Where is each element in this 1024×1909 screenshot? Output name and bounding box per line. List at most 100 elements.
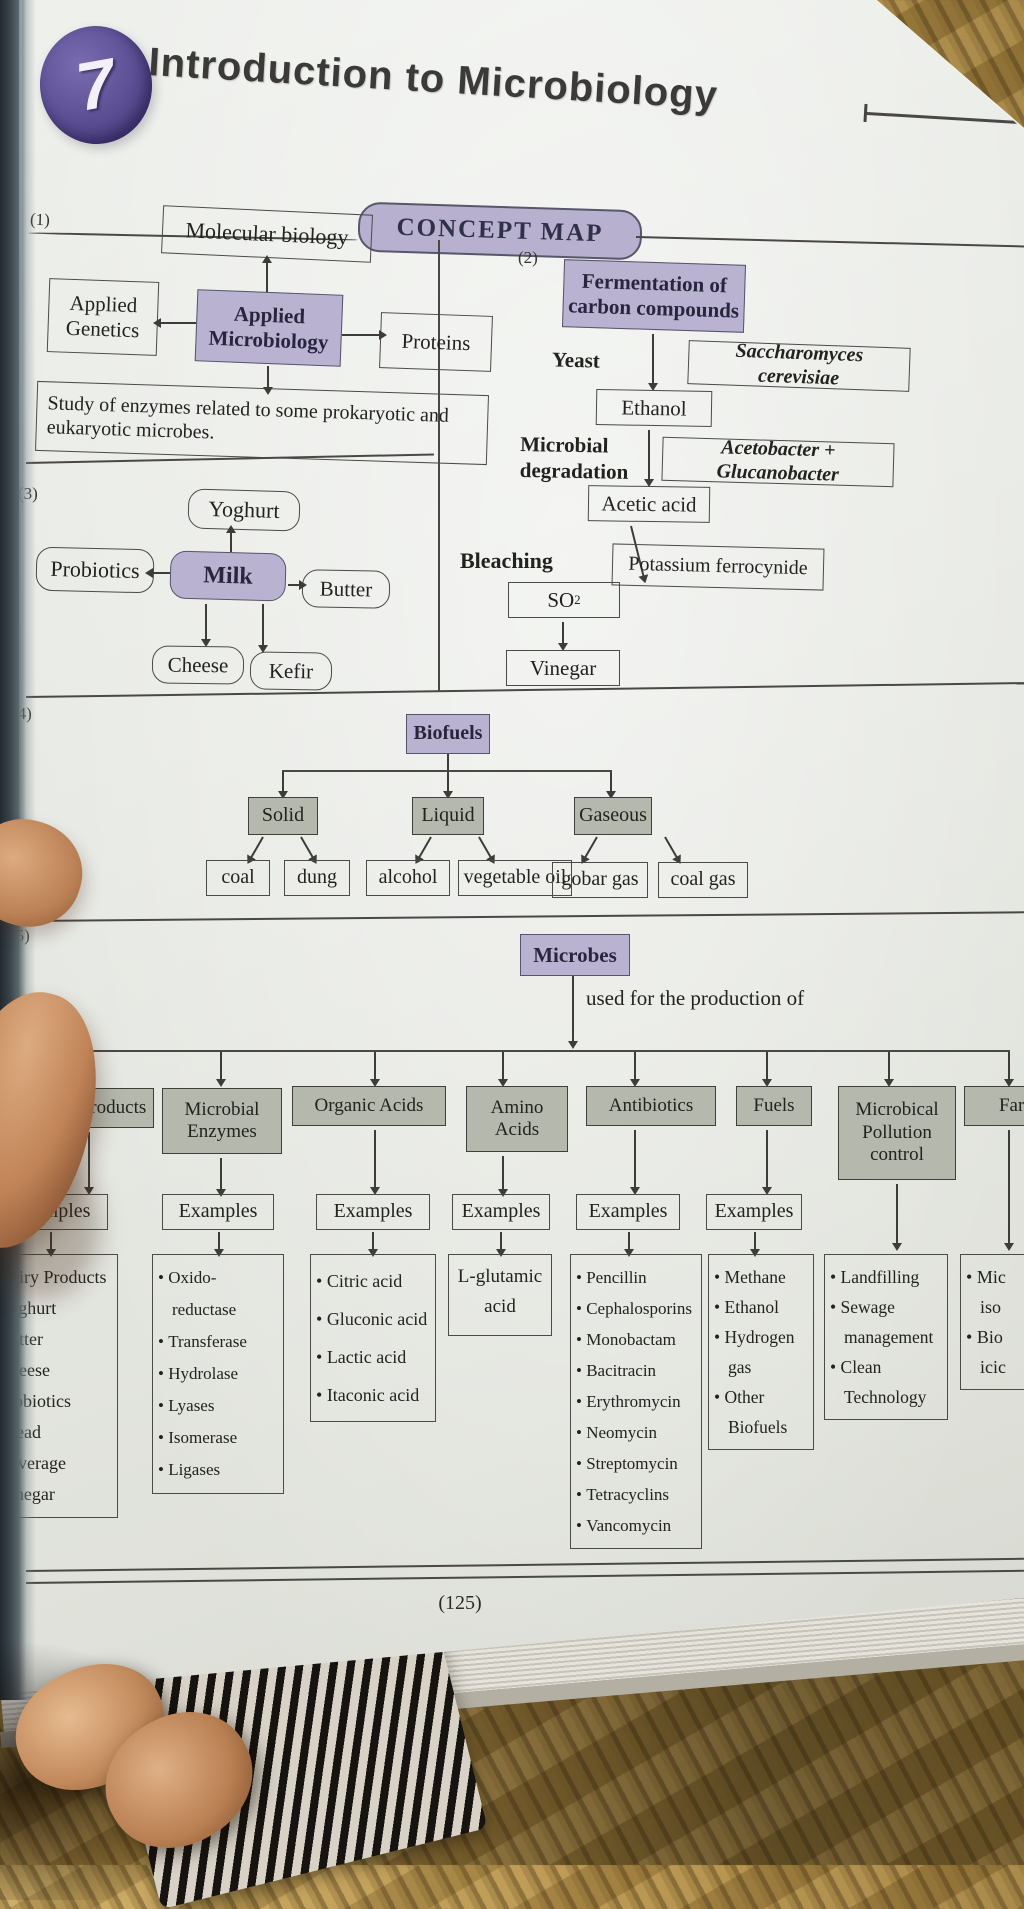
list-item: L-glutamic acid <box>457 1266 543 1317</box>
list-item: Methane <box>714 1262 808 1292</box>
box-proteins: Proteins <box>379 312 493 372</box>
arrow-ex1-to-list <box>46 1232 56 1257</box>
arrow-ex2-to-list <box>214 1232 224 1257</box>
arrow-milk-to-yoghurt <box>226 525 236 552</box>
label-yeast: Yeast <box>551 347 601 373</box>
arrow-fermentation-to-ethanol <box>648 334 658 391</box>
box-alcohol: alcohol <box>366 860 450 896</box>
box-applied-genetics: Applied Genetics <box>46 278 160 356</box>
title-rule <box>866 112 1024 125</box>
microbes-connector-line <box>86 1050 1010 1052</box>
footer-rule-1 <box>26 1557 1024 1572</box>
list-item: Sewage management <box>830 1292 942 1352</box>
arrow-liquid-to-alcohol <box>418 836 432 859</box>
arrow-milk-to-kefir <box>258 604 268 653</box>
list-item: Cephalosporins <box>576 1293 696 1324</box>
box-butter: Butter <box>301 569 391 609</box>
list-item: Erythromycin <box>576 1386 696 1417</box>
gutter-highlight-line <box>19 0 22 1020</box>
page-number: (125) <box>438 1592 482 1614</box>
box-acetic-acid: Acetic acid <box>587 485 711 523</box>
category-fuels: Fuels <box>736 1086 812 1126</box>
box-applied-microbiology: Applied Microbiology <box>194 289 344 367</box>
arrow-cat5-to-examples <box>630 1130 640 1195</box>
so2-base: SO <box>547 587 575 612</box>
list-item: Citric acid <box>316 1262 430 1300</box>
list-item: Vancomycin <box>576 1510 696 1541</box>
examples-box-col4: Examples <box>452 1194 550 1230</box>
list-item: Ligases <box>158 1454 278 1486</box>
arrow-ex6-to-list <box>750 1232 760 1257</box>
list-item: icic <box>980 1357 1006 1377</box>
arrow-appliedmicro-to-molecular <box>262 255 272 292</box>
arrow-ethanol-to-acetic <box>644 430 654 487</box>
list-antibiotics: Pencillin Cephalosporins Monobactam Baci… <box>570 1254 702 1549</box>
arrow-cat4-to-examples <box>498 1156 508 1197</box>
arrow-to-liquid <box>443 772 453 799</box>
category-antibiotics: Antibiotics <box>586 1086 716 1126</box>
arrow-milk-to-butter <box>288 580 307 590</box>
concept-map-label: CONCEPT MAP <box>396 213 604 248</box>
arrow-ex3-to-list <box>368 1232 378 1257</box>
arrow-gaseous-to-coalgas <box>664 836 678 859</box>
arrow-appliedmicro-to-proteins <box>342 330 387 340</box>
list-microbial-enzymes: Oxido-reductase Transferase Hydrolase Ly… <box>152 1254 284 1494</box>
list-item: Bacitracin <box>576 1355 696 1386</box>
category-microbial-enzymes: Microbial Enzymes <box>162 1088 282 1154</box>
list-item: Tetracyclins <box>576 1479 696 1510</box>
arrow-solid-to-coal <box>250 836 264 859</box>
arrow-appliedmicro-to-genetics <box>153 318 196 328</box>
list-item: • Bio <box>966 1327 1003 1347</box>
drop-arrow-col7 <box>884 1052 894 1087</box>
box-microbes: Microbes <box>520 934 630 976</box>
biofuels-branch-line <box>282 770 612 772</box>
box-potassium-ferrocynide: Potassium ferrocynide <box>611 543 825 591</box>
list-item: Neomycin <box>576 1417 696 1448</box>
arrow-so2-to-vinegar <box>558 622 568 651</box>
drop-arrow-col2 <box>216 1052 226 1087</box>
category-microbical-pollution-control: Microbical Pollution control <box>838 1086 956 1180</box>
box-fermentation: Fermentation of carbon compounds <box>561 259 747 333</box>
list-item: Clean Technology <box>830 1352 942 1412</box>
concept-map-pill: CONCEPT MAP <box>357 201 643 261</box>
examples-box-col5: Examples <box>576 1194 680 1230</box>
list-item: iso <box>980 1297 1002 1317</box>
drop-arrow-col6 <box>762 1052 772 1087</box>
so2-subscript: 2 <box>574 592 581 608</box>
examples-box-col2: Examples <box>162 1194 274 1230</box>
list-item: Lyases <box>158 1390 278 1422</box>
footer-rule-2 <box>26 1569 1024 1584</box>
header-rule-right <box>635 236 1024 248</box>
arrow-cat7-to-list <box>892 1184 902 1251</box>
list-fuels: Methane Ethanol Hydrogen gas Other Biofu… <box>708 1254 814 1450</box>
label-microbial-degradation: Microbial degradation <box>519 431 629 485</box>
box-probiotics: Probiotics <box>35 546 155 594</box>
box-vinegar: Vinegar <box>506 650 620 686</box>
box-coal: coal <box>206 860 270 896</box>
book-page: 7 Introduction to Microbiology CONCEPT M… <box>0 0 1024 1865</box>
list-item: Landfilling <box>830 1262 942 1292</box>
list-organic-acids: Citric acid Gluconic acid Lactic acid It… <box>310 1254 436 1422</box>
label-bleaching: Bleaching <box>460 548 553 573</box>
examples-box-col6: Examples <box>706 1194 802 1230</box>
arrow-ex4-to-list <box>496 1232 506 1257</box>
box-coal-gas: coal gas <box>658 862 748 898</box>
box-study-of-enzymes: Study of enzymes related to some prokary… <box>35 380 489 466</box>
list-item: Oxido-reductase <box>158 1262 278 1326</box>
chapter-number-badge: 7 <box>34 20 158 150</box>
list-amino-acids: L-glutamic acid <box>448 1254 552 1336</box>
drop-arrow-col5 <box>630 1052 640 1087</box>
chapter-number: 7 <box>70 44 122 126</box>
box-vegetable-oil: vegetable oil <box>458 860 572 896</box>
box-ethanol: Ethanol <box>595 388 713 428</box>
category-amino-acids: Amino Acids <box>466 1086 568 1152</box>
box-saccharomyces: Saccharomyces cerevisiae <box>687 340 911 392</box>
list-item: Isomerase <box>158 1422 278 1454</box>
arrow-cat1-to-examples <box>84 1132 94 1195</box>
box-biofuels: Biofuels <box>406 714 490 754</box>
arrow-cat3-to-examples <box>370 1130 380 1195</box>
arrow-ex5-to-list <box>624 1232 634 1257</box>
arrow-liquid-to-vegetableoil <box>478 836 492 859</box>
arrow-milk-to-probiotics <box>145 568 170 578</box>
